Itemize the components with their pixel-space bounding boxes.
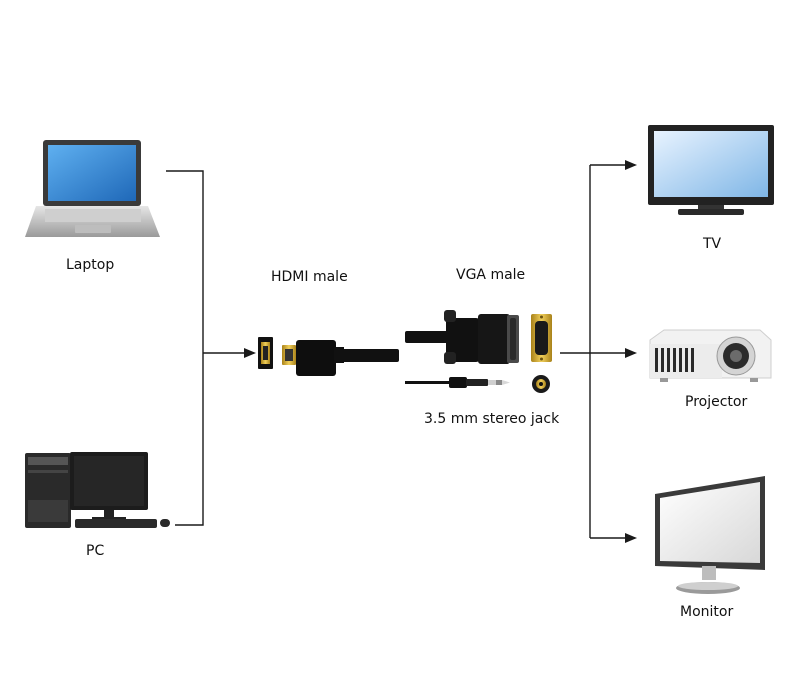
- hdmi-male-label: HDMI male: [271, 269, 348, 285]
- audio-port-icon: [532, 375, 550, 393]
- laptop-connector: [166, 170, 204, 353]
- projector-icon: [649, 329, 772, 382]
- hdmi-plug-icon: [282, 340, 399, 376]
- stereo-jack-label: 3.5 mm stereo jack: [424, 411, 560, 427]
- connector-lines: [166, 160, 637, 543]
- tv-icon: [648, 125, 774, 215]
- hdmi-port-icon: [258, 337, 273, 369]
- vga-plug-icon: [405, 310, 519, 364]
- audio-plug-icon: [405, 377, 510, 388]
- laptop-label: Laptop: [66, 257, 115, 273]
- vga-male-label: VGA male: [456, 267, 526, 283]
- monitor-label: Monitor: [680, 604, 734, 620]
- tv-label: TV: [703, 236, 722, 252]
- laptop-icon: [25, 140, 160, 237]
- projector-label: Projector: [685, 394, 748, 410]
- pc-icon: [25, 452, 170, 528]
- vga-port-icon: [531, 314, 552, 362]
- pc-label: PC: [86, 543, 105, 559]
- monitor-icon: [655, 476, 765, 594]
- pc-connector: [175, 353, 204, 526]
